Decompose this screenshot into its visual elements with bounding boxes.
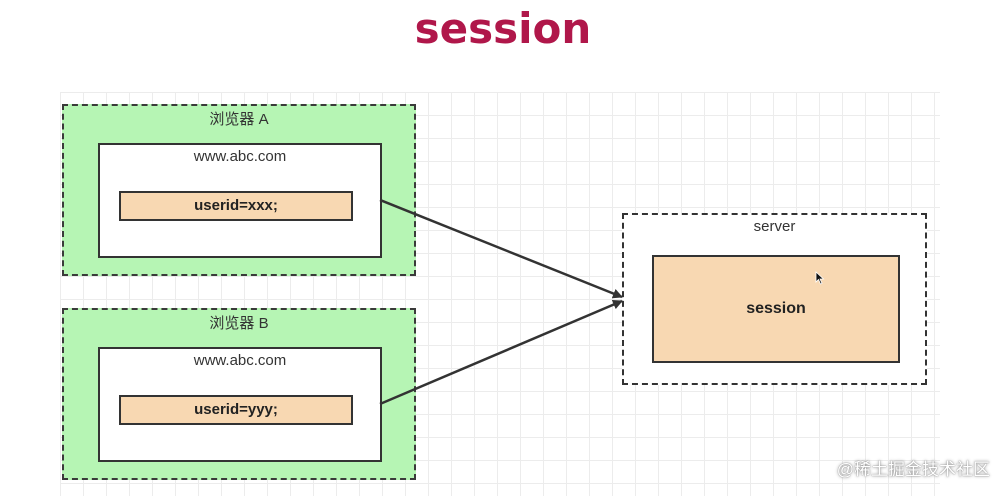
browser-b-container: 浏览器 B www.abc.com userid=yyy;	[62, 308, 416, 480]
browser-a-label: 浏览器 A	[209, 111, 269, 128]
server-label: server	[753, 218, 796, 235]
browser-b-site-label: www.abc.com	[193, 352, 287, 369]
browser-b-cookie: userid=yyy;	[119, 395, 353, 425]
arrow-a-to-server	[379, 198, 623, 299]
browser-b-label: 浏览器 B	[209, 315, 269, 332]
mouse-cursor-icon	[815, 271, 825, 285]
watermark: @稀土掘金技术社区	[836, 460, 990, 479]
arrow-b-to-server	[379, 299, 623, 406]
browser-a-site-box: www.abc.com userid=xxx;	[98, 143, 382, 258]
session-store: session	[652, 255, 900, 363]
browser-a-container: 浏览器 A www.abc.com userid=xxx;	[62, 104, 416, 276]
browser-b-site-box: www.abc.com userid=yyy;	[98, 347, 382, 462]
browser-a-cookie: userid=xxx;	[119, 191, 353, 221]
browser-a-site-label: www.abc.com	[193, 148, 287, 165]
diagram-title: session	[414, 4, 592, 53]
server-container: server session	[622, 213, 927, 385]
